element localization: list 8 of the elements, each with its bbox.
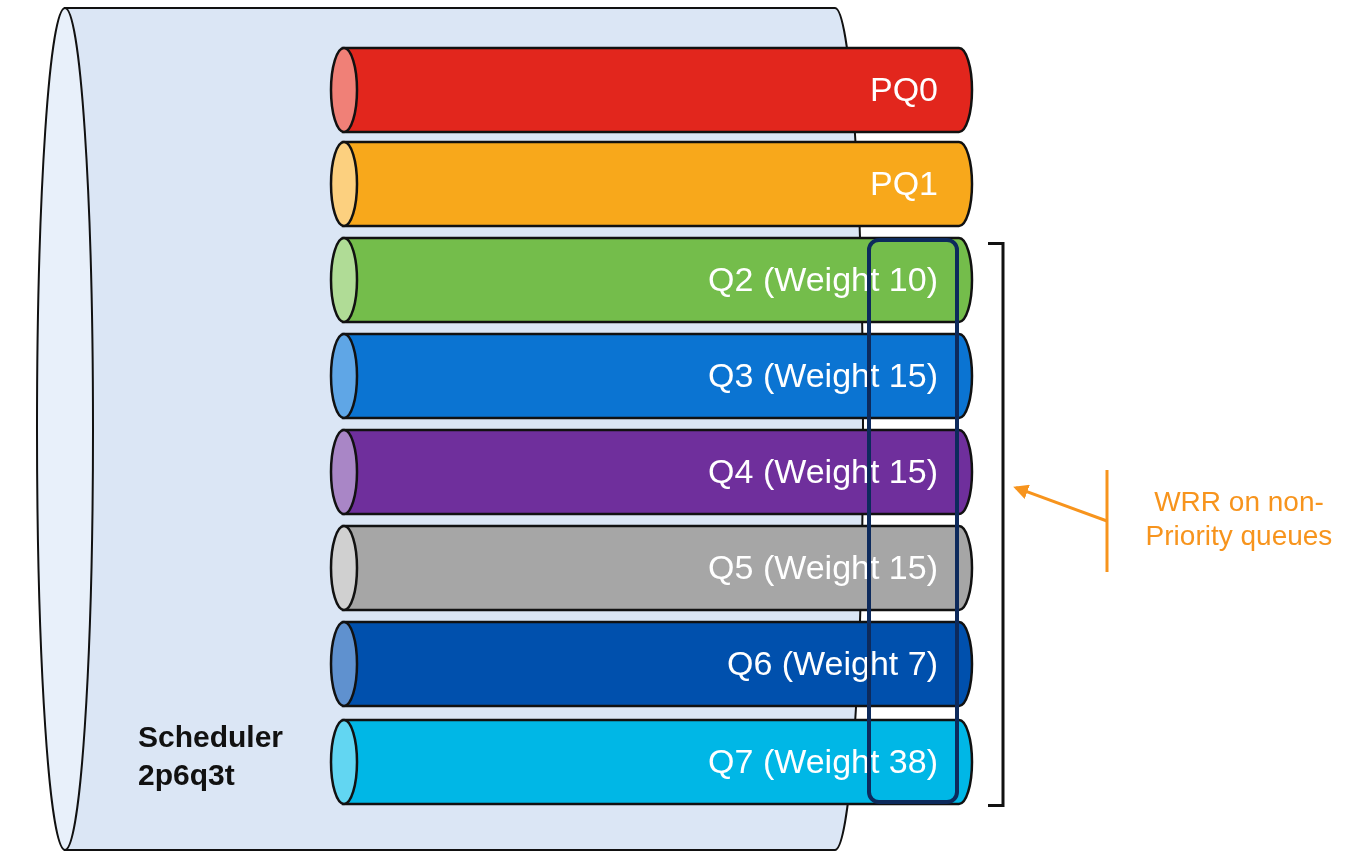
cylinder-label: Scheduler 2p6q3t bbox=[138, 719, 285, 793]
arrow bbox=[1013, 484, 1108, 523]
callout-text: WRR on non-Priority queues bbox=[1144, 485, 1334, 553]
queue-label: Q6 (Weight 7) bbox=[727, 643, 938, 684]
queue-label: Q4 (Weight 15) bbox=[708, 451, 938, 492]
queue-label: PQ1 bbox=[869, 163, 938, 204]
queue-label: PQ0 bbox=[869, 69, 938, 110]
queue-label: Q3 (Weight 15) bbox=[708, 355, 938, 396]
